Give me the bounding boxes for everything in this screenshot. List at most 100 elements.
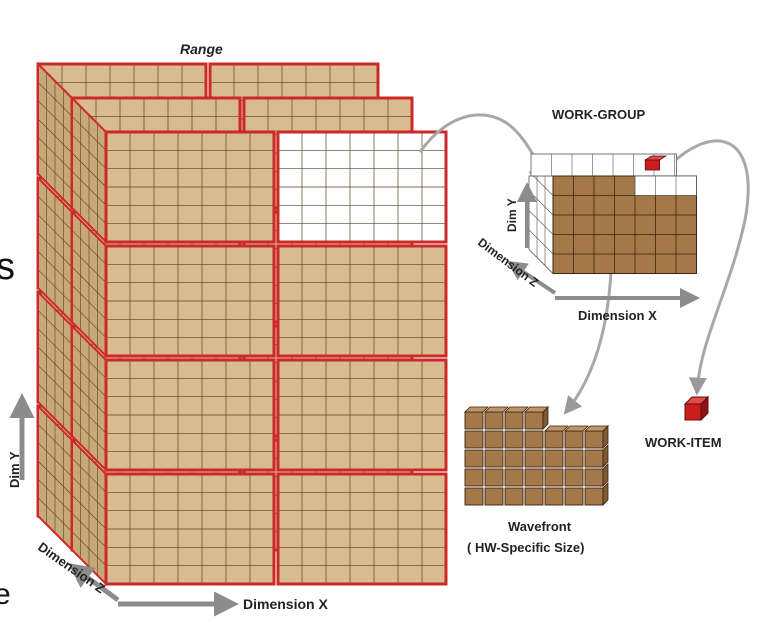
wavefront-item-front xyxy=(524,468,544,487)
range-layer-side xyxy=(37,403,73,553)
wavefront-item-front xyxy=(504,449,524,468)
wavefront-item xyxy=(484,449,504,468)
wavefront-item-side xyxy=(602,444,609,468)
wavefront-item-front xyxy=(464,411,484,430)
wavefront-item-front xyxy=(524,430,544,449)
wavefront-item xyxy=(464,430,484,449)
workgroup-grid-line xyxy=(528,229,554,255)
wavefront-item xyxy=(484,406,509,430)
range-block xyxy=(104,130,276,244)
wavefront-item xyxy=(504,449,524,468)
workgroup-to-workitem-curve xyxy=(670,139,750,396)
range-axes xyxy=(9,393,239,617)
wavefront-item-front xyxy=(564,449,584,468)
wavefront-item-front xyxy=(484,411,504,430)
wavefront-item-front xyxy=(584,430,604,449)
wavefront-item-front xyxy=(584,487,604,506)
range-block-highlighted xyxy=(276,130,448,244)
range-cube xyxy=(36,61,448,587)
wavefront-item-front xyxy=(484,449,504,468)
edge-text-top: s xyxy=(0,246,15,288)
wavefront-item-front xyxy=(484,487,504,506)
wavefront-block xyxy=(464,406,609,506)
wavefront-item-front xyxy=(504,411,524,430)
range-to-workgroup-curve xyxy=(418,113,537,159)
wavefront-item-front xyxy=(544,468,564,487)
wavefront-item xyxy=(564,487,584,506)
wavefront-label: Wavefront xyxy=(508,519,572,534)
wavefront-item xyxy=(524,468,544,487)
wavefront-item-front xyxy=(584,449,604,468)
wavefront-item-front xyxy=(524,411,544,430)
wavefront-item-front xyxy=(504,468,524,487)
range-block xyxy=(276,244,448,358)
workitem-label: WORK-ITEM xyxy=(645,435,722,450)
wavefront-item-front xyxy=(464,449,484,468)
wavefront-item-front xyxy=(484,430,504,449)
range-block xyxy=(104,472,276,586)
wavefront-item xyxy=(484,430,504,449)
workgroup-white-cells xyxy=(634,175,697,196)
wavefront-item xyxy=(484,487,504,506)
range-dim-x-label: Dimension X xyxy=(243,596,328,612)
range-axis-z-arrow xyxy=(67,563,120,603)
wavefront-item-front xyxy=(484,468,504,487)
workgroup-axis-z-arrow xyxy=(506,260,557,295)
wavefront-item-top xyxy=(564,425,589,432)
wavefront-item-top xyxy=(484,406,509,413)
wavefront-item-front xyxy=(464,430,484,449)
range-block xyxy=(104,244,276,358)
wavefront-item-front xyxy=(524,449,544,468)
wavefront-item-front xyxy=(564,487,584,506)
wavefront-item xyxy=(464,449,484,468)
wavefront-item xyxy=(524,430,544,449)
wavefront-item-side xyxy=(542,406,549,430)
workgroup-dim-x-label: Dimension X xyxy=(578,308,657,323)
wavefront-item-side xyxy=(602,482,609,506)
wavefront-item-front xyxy=(504,430,524,449)
workgroup-highlighted-item-front xyxy=(644,159,661,171)
range-layer-side xyxy=(37,289,73,439)
wavefront-item-front xyxy=(544,430,564,449)
workgroup-side-face xyxy=(528,175,554,275)
wavefront-item-side xyxy=(602,463,609,487)
range-label: Range xyxy=(180,41,223,57)
wavefront-item-top xyxy=(464,406,489,413)
edge-text-bottom: e xyxy=(0,578,11,611)
wavefront-item xyxy=(464,406,489,430)
wavefront-sublabel: ( HW-Specific Size) xyxy=(467,540,584,555)
wavefront-item xyxy=(504,430,524,449)
range-layer-side xyxy=(37,175,73,325)
wavefront-item xyxy=(504,468,524,487)
wavefront-item-top xyxy=(504,406,529,413)
wavefront-item xyxy=(524,449,544,468)
range-block xyxy=(276,358,448,472)
range-block xyxy=(104,358,276,472)
wavefront-item xyxy=(484,468,504,487)
wavefront-item xyxy=(504,487,524,506)
range-layer-side xyxy=(71,209,107,359)
wavefront-item-side xyxy=(602,425,609,449)
workgroup-dim-y-label: Dim Y xyxy=(505,198,519,232)
wavefront-item xyxy=(464,468,484,487)
wavefront-item-front xyxy=(584,468,604,487)
workgroup-grid-line xyxy=(528,210,554,235)
wavefront-item xyxy=(584,463,609,487)
wavefront-item xyxy=(544,449,564,468)
wavefront-item xyxy=(564,468,584,487)
wavefront-item xyxy=(584,482,609,506)
wavefront-item-front xyxy=(524,487,544,506)
range-block xyxy=(276,472,448,586)
workgroup-axes xyxy=(506,182,700,308)
wavefront-item xyxy=(504,406,529,430)
workgroup-label: WORK-GROUP xyxy=(552,107,645,122)
work-item-cube xyxy=(683,395,710,422)
wavefront-item xyxy=(584,425,609,449)
wavefront-item xyxy=(524,406,549,430)
wavefront-item-front xyxy=(544,449,564,468)
wavefront-item-top xyxy=(544,425,569,432)
wavefront-item-front xyxy=(464,468,484,487)
wavefront-item xyxy=(524,487,544,506)
